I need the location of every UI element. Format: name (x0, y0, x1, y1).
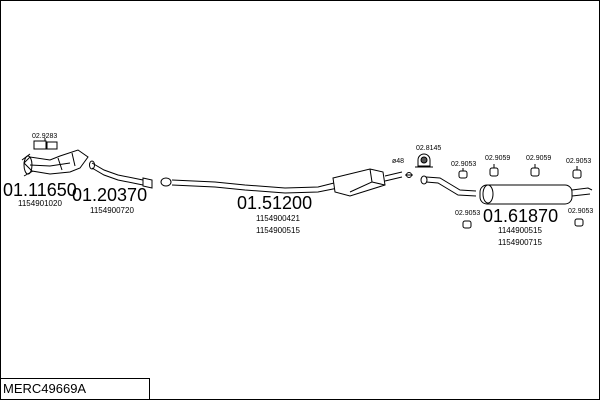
clamp-9283[interactable] (33, 138, 58, 150)
part-ref-1154900715: 1154900715 (498, 238, 542, 247)
front-pipe[interactable] (21, 149, 89, 177)
bolt-48[interactable] (405, 172, 413, 178)
part-ref-1154901020: 1154901020 (18, 199, 62, 208)
part-number-01-11650: 01.11650 (3, 180, 77, 200)
part-number-01-51200: 01.51200 (237, 193, 312, 213)
part-ref-1154900515: 1154900515 (256, 226, 300, 235)
center-muffler-pipe[interactable] (160, 168, 403, 197)
hanger-9059-b[interactable] (530, 164, 540, 177)
hanger-9053-a[interactable] (458, 168, 468, 179)
part-ref-1154900421: 1154900421 (256, 214, 300, 223)
fitting-label-9059-a: 02.9059 (485, 155, 510, 162)
clamp-8145[interactable] (415, 153, 433, 168)
hanger-9053-d[interactable] (574, 218, 584, 227)
fitting-label-8145: 02.8145 (416, 145, 441, 152)
hanger-9059-a[interactable] (489, 164, 499, 177)
diagram-code-box: MERC49669A (0, 378, 150, 399)
part-ref-1154900720: 1154900720 (90, 206, 134, 215)
fitting-label-9053-d: 02.9053 (568, 208, 593, 215)
rear-silencer-pipe[interactable] (420, 175, 593, 205)
part-number-01-61870: 01.61870 (483, 206, 558, 226)
hanger-9053-b[interactable] (572, 166, 582, 179)
fitting-label-9053-c: 02.9053 (455, 210, 480, 217)
fitting-label-9053-b: 02.9053 (566, 158, 591, 165)
fitting-label-48: ø48 (392, 158, 404, 165)
fitting-label-9059-b: 02.9059 (526, 155, 551, 162)
part-number-01-20370: 01.20370 (72, 185, 147, 205)
fitting-label-9053-a: 02.9053 (451, 161, 476, 168)
diagram-code: MERC49669A (3, 381, 87, 396)
hanger-9053-c[interactable] (462, 220, 472, 229)
fitting-label-9283: 02.9283 (32, 133, 57, 140)
part-ref-1144900515: 1144900515 (498, 226, 542, 235)
intermediate-pipe[interactable] (89, 160, 153, 189)
